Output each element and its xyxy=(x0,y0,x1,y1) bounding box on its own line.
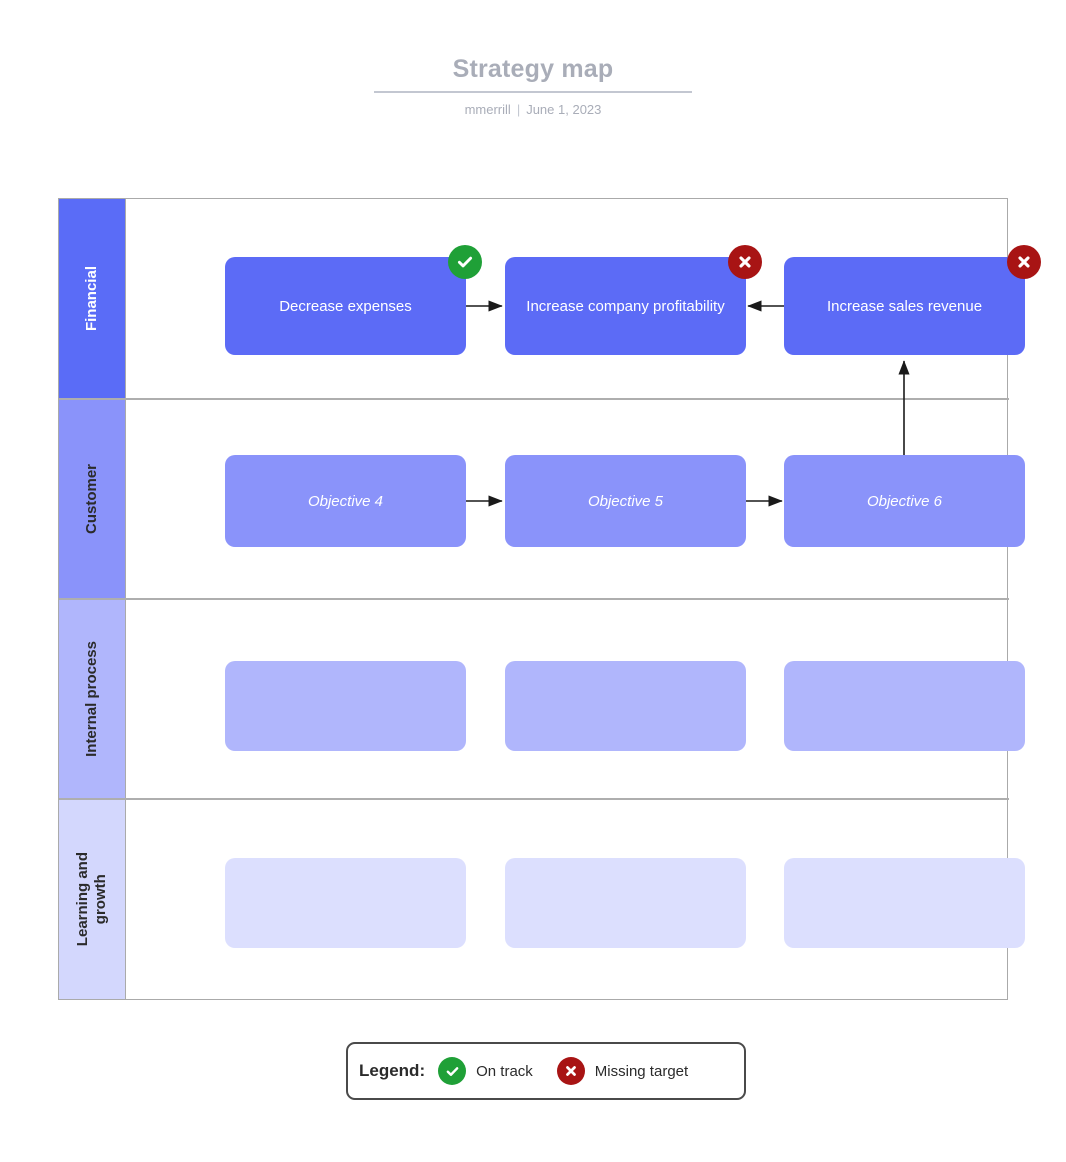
node-label: Objective 6 xyxy=(866,492,943,510)
swimlane-content-financial: Decrease expenses Increase company profi… xyxy=(126,199,1041,398)
legend-item-on-track: On track xyxy=(438,1057,533,1085)
swimlane-row-learning-and-growth: Learning and growth xyxy=(59,800,1025,999)
node-learning-growth-3[interactable] xyxy=(784,858,1025,948)
node-learning-growth-1[interactable] xyxy=(225,858,466,948)
swimlane-label-learning-and-growth: Learning and growth xyxy=(74,852,109,947)
status-badge-on-track[interactable] xyxy=(448,245,482,279)
swimlane-band-financial: Financial xyxy=(59,199,126,398)
node-objective-6[interactable]: Objective 6 xyxy=(784,455,1025,547)
title-divider xyxy=(374,91,692,93)
check-circle-icon xyxy=(438,1057,467,1085)
swimlane-row-customer: Customer Objective 4 Objective 5 Objecti… xyxy=(59,400,1025,600)
swimlane-band-internal-process: Internal process xyxy=(59,600,126,798)
node-internal-process-1[interactable] xyxy=(225,661,466,751)
status-badge-missing-target[interactable] xyxy=(728,245,762,279)
node-label: Objective 4 xyxy=(307,492,384,510)
node-objective-5[interactable]: Objective 5 xyxy=(505,455,746,547)
node-label: Increase company profitability xyxy=(526,297,725,315)
legend-item-missing-target: Missing target xyxy=(556,1057,689,1085)
node-internal-process-3[interactable] xyxy=(784,661,1025,751)
node-learning-growth-2[interactable] xyxy=(505,858,746,948)
swimlane-content-customer: Objective 4 Objective 5 Objective 6 xyxy=(126,400,1025,598)
byline: mmerrill | June 1, 2023 xyxy=(0,93,1066,118)
status-badge-missing-target[interactable] xyxy=(1007,245,1041,279)
swimlane-label-internal-process: Internal process xyxy=(83,641,100,757)
swimlane-label-financial: Financial xyxy=(83,265,100,332)
swimlane-content-learning-and-growth xyxy=(126,800,1025,999)
swimlane-row-internal-process: Internal process xyxy=(59,600,1025,800)
legend-box: Legend: On track Missing target xyxy=(346,1042,746,1100)
strategy-map-grid: Financial Decrease expenses Increase com… xyxy=(58,198,1041,1000)
byline-author: mmerrill xyxy=(464,102,511,117)
document-header: Strategy map mmerrill | June 1, 2023 xyxy=(0,0,1066,118)
node-label: Decrease expenses xyxy=(279,297,412,315)
node-label: Objective 5 xyxy=(587,492,664,510)
node-label: Increase sales revenue xyxy=(826,297,983,315)
byline-separator: | xyxy=(516,102,521,117)
page-title: Strategy map xyxy=(452,55,614,83)
swimlane-band-learning-and-growth: Learning and growth xyxy=(59,800,126,999)
node-increase-sales-revenue[interactable]: Increase sales revenue xyxy=(784,257,1025,355)
node-objective-4[interactable]: Objective 4 xyxy=(225,455,466,547)
swimlane-row-financial: Financial Decrease expenses Increase com… xyxy=(59,199,1041,400)
x-circle-icon xyxy=(556,1057,585,1085)
node-decrease-expenses[interactable]: Decrease expenses xyxy=(225,257,466,355)
legend-title: Legend: xyxy=(359,1061,426,1080)
legend-label-on-track: On track xyxy=(476,1062,533,1080)
swimlane-content-internal-process xyxy=(126,600,1025,798)
byline-date: June 1, 2023 xyxy=(526,102,602,117)
swimlane-band-customer: Customer xyxy=(59,400,126,598)
node-increase-company-profitability[interactable]: Increase company profitability xyxy=(505,257,746,355)
node-internal-process-2[interactable] xyxy=(505,661,746,751)
swimlane-label-customer: Customer xyxy=(83,463,100,534)
legend-label-missing-target: Missing target xyxy=(594,1062,689,1080)
